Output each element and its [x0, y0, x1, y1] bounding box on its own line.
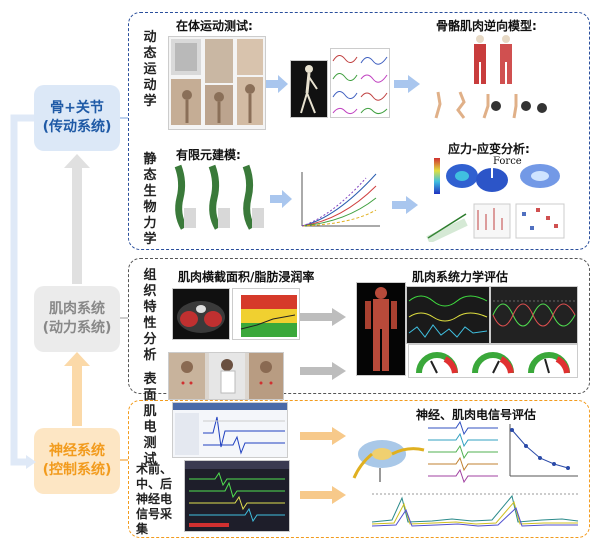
nerve-system-name: 神经系统	[48, 443, 105, 459]
tissue-property-analysis-label: 组织特性分析	[143, 268, 157, 363]
muscle-anatomy-model	[356, 282, 406, 376]
spine-fem-models	[166, 162, 268, 232]
fat-infiltration-chart	[232, 288, 300, 340]
signal-decay-plot	[502, 420, 580, 484]
emg-to-mechanics-arrow	[300, 362, 346, 380]
muscle-to-bone-arrow-head	[64, 154, 90, 168]
periop-nerve-signal-acquisition-label: 术前、中、后神经电信号采集	[136, 462, 176, 537]
muscle-cross-section-fat-infiltration-title: 肌肉横截面积/脂肪浸润率	[178, 270, 315, 284]
feedback-loop-arrow	[10, 114, 34, 466]
bone-joint-panel	[128, 12, 590, 250]
periop-label-text: 术前、中、后神经电信号采集	[136, 462, 173, 536]
stress-strain-analysis-title: 应力-应变分析:	[448, 142, 530, 156]
bone-joint-system-box: 骨+关节 (传动系统)	[34, 85, 120, 151]
signal-across-slices-traces	[372, 488, 578, 530]
muscle-system-mechanics-title: 肌肉系统力学评估	[412, 270, 509, 284]
motion-capture-photo-grid	[168, 36, 266, 130]
nerve-system-box: 神经系统 (控制系统)	[34, 428, 120, 494]
motion-to-skeleton-arrow	[266, 75, 288, 93]
multi-channel-signal-traces	[426, 420, 500, 484]
emg-software-screenshot	[172, 402, 288, 458]
emg-test-photos	[168, 352, 284, 400]
muscle-force-signal-plots	[406, 286, 490, 344]
bone-system-name: 骨+关节	[50, 100, 104, 116]
tissue-to-mechanics-arrow	[300, 308, 346, 326]
static-biomechanics-label: 静态生物力学	[143, 152, 157, 247]
musculoskeletal-inverse-model-title: 骨骼肌肉逆向模型:	[436, 19, 537, 33]
stress-contour-maps	[434, 156, 564, 198]
spinal-nerve-diagram	[352, 424, 426, 484]
skeleton-lifting-poses	[430, 88, 548, 120]
surface-emg-test-label: 表面肌电测试	[143, 372, 157, 467]
load-displacement-plot	[296, 168, 382, 232]
fem-to-curves-arrow	[270, 190, 292, 208]
curves-to-model-arrow	[394, 75, 420, 93]
bone-system-role: (传动系统)	[42, 119, 112, 135]
muscle-to-bone-arrow-shaft	[72, 164, 82, 284]
feedback-loop-arrow-head	[26, 455, 36, 469]
nerve-to-muscle-arrow-head	[64, 352, 90, 366]
nerve-muscle-signal-assessment-title: 神经、肌肉电信号评估	[416, 408, 537, 422]
in-vivo-motion-test-title: 在体运动测试:	[176, 19, 253, 33]
curves-to-stress-arrow	[392, 196, 418, 214]
muscle-panel	[128, 258, 590, 394]
muscle-model-front-back	[466, 34, 522, 86]
muscle-waveform-monitor	[490, 286, 578, 344]
force-label: Force	[493, 156, 522, 167]
kinematic-curves-grid	[330, 48, 390, 118]
nerve-to-muscle-arrow-shaft	[72, 362, 82, 426]
muscle-gauge-dials	[408, 344, 578, 378]
mri-cross-section-image	[172, 288, 230, 340]
finite-element-modeling-title: 有限元建模:	[176, 148, 241, 162]
neuromonitor-screenshot	[184, 460, 290, 532]
periop-to-nerve-assessment-arrow	[300, 486, 346, 504]
muscle-system-box: 肌肉系统 (动力系统)	[34, 286, 120, 352]
nerve-system-role: (控制系统)	[42, 462, 112, 478]
muscle-system-role: (动力系统)	[42, 320, 112, 336]
stress-analysis-charts	[426, 200, 568, 242]
dynamic-kinematics-label: 动态运动学	[143, 30, 157, 109]
emg-to-nerve-assessment-arrow	[300, 427, 346, 445]
nerve-panel	[128, 400, 590, 538]
muscle-system-name: 肌肉系统	[48, 301, 105, 317]
skeleton-posture-image	[290, 60, 328, 118]
